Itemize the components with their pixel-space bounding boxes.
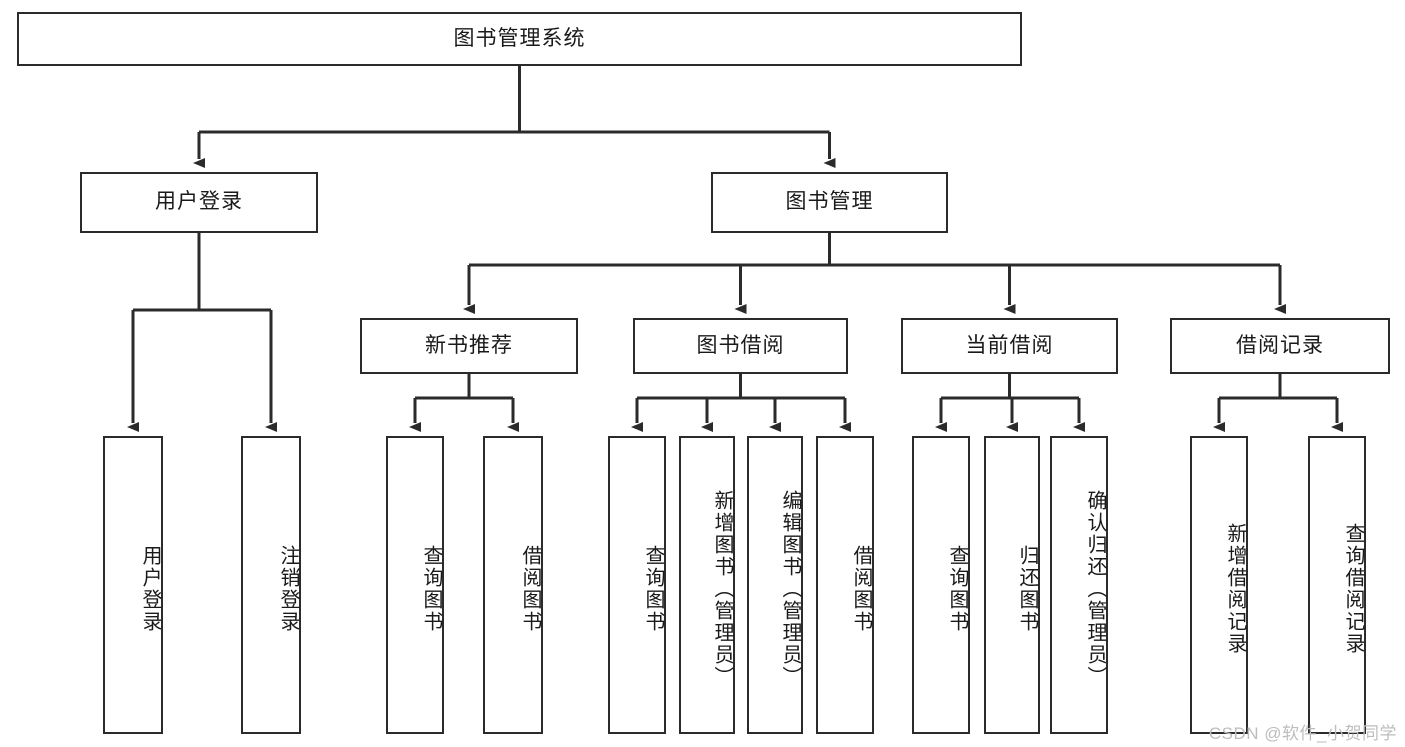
node-label: 新增借阅记录 (1224, 523, 1246, 655)
node-label: 借阅图书 (519, 545, 541, 633)
node-label: 注销登录 (277, 545, 299, 633)
node-label: 归还图书 (1016, 545, 1038, 633)
node-leaf-nb-borrow[interactable]: 借阅图书 (483, 436, 543, 734)
node-newbook[interactable]: 新书推荐 (360, 318, 578, 374)
node-root[interactable]: 图书管理系统 (17, 12, 1022, 66)
node-label: 查询图书 (946, 545, 968, 633)
node-leaf-bo-query[interactable]: 查询图书 (608, 436, 666, 734)
node-current[interactable]: 当前借阅 (901, 318, 1118, 374)
node-label: 借阅图书 (850, 545, 872, 633)
watermark-label: CSDN @软件_小贺同学 (1208, 724, 1397, 743)
node-label: 编辑图书（管理员） (779, 490, 801, 688)
node-label: 查询借阅记录 (1342, 523, 1364, 655)
node-label: 用户登录 (139, 545, 161, 633)
node-label: 用户登录 (155, 190, 243, 214)
node-leaf-user-login[interactable]: 用户登录 (103, 436, 163, 734)
node-login[interactable]: 用户登录 (80, 172, 318, 233)
node-leaf-bo-lend[interactable]: 借阅图书 (816, 436, 874, 734)
node-label: 查询图书 (420, 545, 442, 633)
node-leaf-re-add[interactable]: 新增借阅记录 (1190, 436, 1248, 734)
node-borrow[interactable]: 图书借阅 (633, 318, 848, 374)
node-leaf-cu-return[interactable]: 归还图书 (984, 436, 1040, 734)
node-label: 新书推荐 (425, 333, 513, 357)
node-records[interactable]: 借阅记录 (1170, 318, 1390, 374)
node-bookmgmt[interactable]: 图书管理 (711, 172, 948, 233)
node-label: 借阅记录 (1236, 333, 1324, 357)
node-label: 图书管理 (785, 190, 874, 214)
node-leaf-re-query[interactable]: 查询借阅记录 (1308, 436, 1366, 734)
node-label: 图书管理系统 (453, 26, 586, 50)
node-label: 图书借阅 (696, 333, 785, 357)
node-label: 查询图书 (642, 545, 664, 633)
node-leaf-user-logout[interactable]: 注销登录 (241, 436, 301, 734)
node-leaf-bo-edit[interactable]: 编辑图书（管理员） (747, 436, 803, 734)
node-leaf-nb-query[interactable]: 查询图书 (386, 436, 444, 734)
node-leaf-bo-add[interactable]: 新增图书（管理员） (679, 436, 735, 734)
node-leaf-cu-confirm[interactable]: 确认归还（管理员） (1050, 436, 1108, 734)
node-label: 新增图书（管理员） (711, 490, 733, 688)
node-label: 确认归还（管理员） (1084, 490, 1106, 688)
node-leaf-cu-query[interactable]: 查询图书 (912, 436, 970, 734)
node-label: 当前借阅 (965, 333, 1054, 357)
